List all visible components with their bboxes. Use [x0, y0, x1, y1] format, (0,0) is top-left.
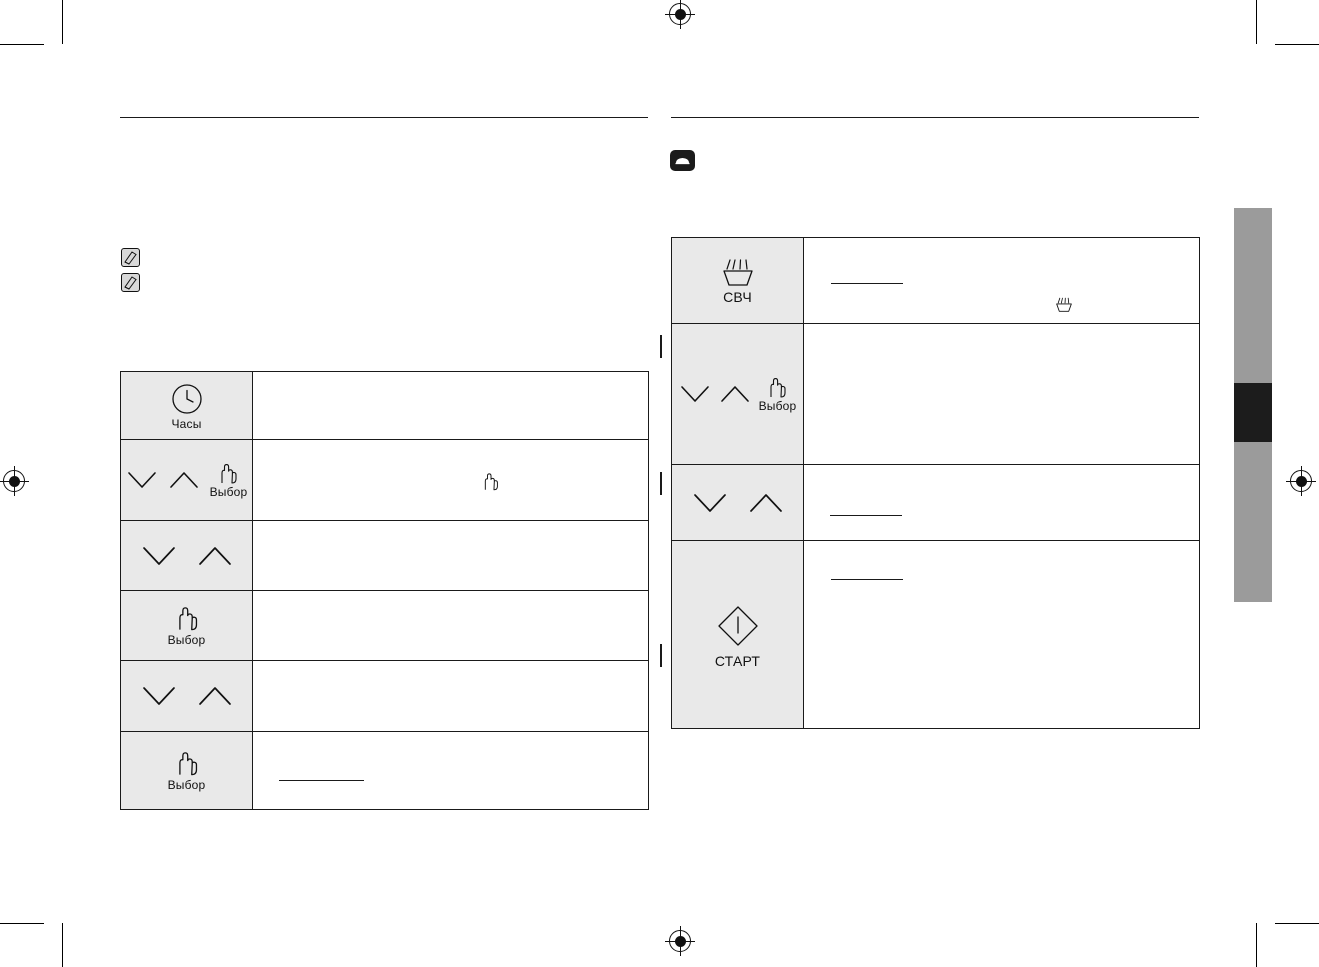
table-row	[120, 520, 649, 591]
microwave-small-icon	[1053, 296, 1075, 319]
key-label-clock: Часы	[171, 416, 202, 431]
key-label-select: Выбор	[758, 398, 797, 413]
microwave-badge-icon	[670, 150, 695, 171]
crop-mark-top-right-v	[1256, 0, 1257, 44]
hand-select-icon-inline	[481, 472, 500, 497]
crop-mark-top-left-v	[62, 0, 63, 44]
table-row: Часы	[120, 371, 649, 440]
registration-mark-right	[1286, 466, 1316, 496]
description-cell	[803, 464, 1200, 541]
crop-mark-right-bottom-h	[1275, 923, 1319, 924]
gutter-dash-3	[660, 644, 662, 667]
description-cell	[252, 439, 649, 521]
chevron-down-icon[interactable]	[140, 683, 178, 709]
clock-icon	[170, 382, 204, 416]
table-row: Выбор	[120, 590, 649, 661]
description-cell	[803, 540, 1200, 729]
chevron-down-icon[interactable]	[126, 469, 158, 491]
hand-select-icon[interactable]	[217, 463, 239, 485]
hand-select-icon[interactable]	[174, 606, 200, 632]
chevron-up-icon[interactable]	[168, 469, 200, 491]
crop-mark-bottom-left-v	[62, 923, 63, 967]
note-pencil-icon-1	[121, 248, 140, 267]
table-row: Выбор	[120, 731, 649, 810]
key-cell-microwave[interactable]: СВЧ	[671, 237, 804, 324]
hand-select-icon[interactable]	[174, 751, 200, 777]
table-row: СВЧ	[671, 237, 1200, 324]
text-underline	[279, 780, 364, 781]
key-label-start: СТАРТ	[714, 652, 761, 669]
key-label-microwave: СВЧ	[723, 288, 752, 305]
description-cell	[803, 323, 1200, 465]
crop-mark-left-top-h	[0, 44, 44, 45]
microwave-icon	[717, 258, 759, 288]
chevron-down-icon[interactable]	[140, 543, 178, 569]
table-row: Выбор	[671, 323, 1200, 465]
key-cell-select-with-chevrons[interactable]: Выбор	[671, 323, 804, 465]
key-label-select: Выбор	[167, 632, 206, 647]
description-cell	[803, 237, 1200, 324]
key-cell-select-with-chevrons[interactable]: Выбор	[120, 439, 253, 521]
text-underline	[830, 515, 902, 516]
key-cell-select[interactable]: Выбор	[120, 590, 253, 661]
key-cell-chevrons[interactable]	[120, 520, 253, 591]
table-row: СТАРТ	[671, 540, 1200, 729]
table-row	[120, 660, 649, 732]
table-row: Выбор	[120, 439, 649, 521]
key-cell-chevrons[interactable]	[120, 660, 253, 732]
table-row	[671, 464, 1200, 541]
text-underline	[831, 579, 903, 580]
chevron-up-icon[interactable]	[719, 383, 751, 405]
key-cell-chevrons[interactable]	[671, 464, 804, 541]
right-page-key-table: СВЧ	[671, 237, 1200, 729]
chevron-up-icon[interactable]	[196, 683, 234, 709]
side-tab-marker	[1234, 383, 1272, 442]
key-label-select: Выбор	[209, 484, 248, 499]
key-cell-start[interactable]: СТАРТ	[671, 540, 804, 729]
chevron-down-icon[interactable]	[691, 490, 729, 516]
key-label-select: Выбор	[167, 777, 206, 792]
left-page-key-table: Часы	[120, 371, 649, 810]
key-cell-clock[interactable]: Часы	[120, 371, 253, 440]
chevron-up-icon[interactable]	[196, 543, 234, 569]
left-page-top-rule	[120, 117, 648, 118]
description-cell	[252, 660, 649, 732]
description-cell	[252, 731, 649, 810]
gutter-dash-1	[660, 335, 662, 358]
crop-mark-bottom-right-v	[1256, 923, 1257, 967]
start-icon[interactable]	[714, 602, 762, 650]
text-underline	[831, 283, 903, 284]
registration-mark-top	[665, 0, 695, 29]
crop-mark-left-bottom-h	[0, 923, 44, 924]
note-pencil-icon-2	[121, 273, 140, 292]
hand-select-icon[interactable]	[766, 377, 788, 399]
chevron-up-icon[interactable]	[747, 490, 785, 516]
chevron-down-icon[interactable]	[679, 383, 711, 405]
description-cell	[252, 590, 649, 661]
gutter-dash-2	[660, 472, 662, 495]
crop-mark-right-top-h	[1275, 44, 1319, 45]
description-cell	[252, 520, 649, 591]
key-cell-select[interactable]: Выбор	[120, 731, 253, 810]
registration-mark-bottom	[665, 926, 695, 956]
description-cell	[252, 371, 649, 440]
right-page-top-rule	[671, 117, 1199, 118]
registration-mark-left	[0, 466, 29, 496]
